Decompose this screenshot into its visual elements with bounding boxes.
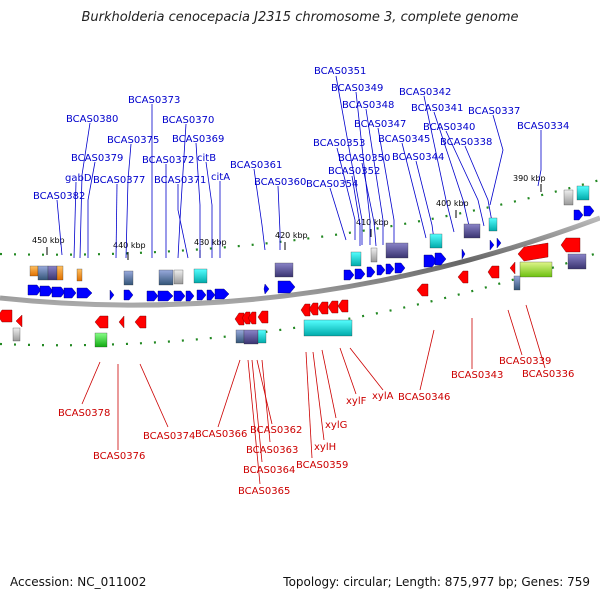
gene-label: BCAS0365 — [238, 486, 290, 497]
outer-tick-ring — [0, 178, 600, 256]
gene-label: BCAS0359 — [296, 460, 348, 471]
gene-label: BCAS0343 — [451, 370, 503, 381]
scale-label-420: 420 kbp — [275, 231, 308, 240]
gene-label: xylG — [325, 420, 347, 431]
gene-label: citB — [197, 153, 216, 164]
gene-label: BCAS0345 — [378, 134, 430, 145]
forward-arrows — [27, 205, 595, 302]
map-title: Burkholderia cenocepacia J2315 chromosom… — [81, 10, 519, 25]
gene-label: BCAS0350 — [338, 153, 390, 164]
gene-label: BCAS0376 — [93, 451, 145, 462]
gene-label: BCAS0353 — [313, 138, 365, 149]
scale-label-440: 440 kbp — [113, 241, 146, 250]
gene-label: BCAS0379 — [71, 153, 123, 164]
scale-label-390: 390 kbp — [513, 174, 546, 183]
gene-label: BCAS0371 — [154, 175, 206, 186]
gene-label: BCAS0344 — [392, 152, 444, 163]
gene-label: xylA — [372, 391, 394, 402]
gene-label: BCAS0349 — [331, 83, 383, 94]
category-boxes — [12, 185, 590, 348]
gene-label: BCAS0380 — [66, 114, 118, 125]
gene-label: BCAS0341 — [411, 103, 463, 114]
gene-label: BCAS0375 — [107, 135, 159, 146]
gene-label: BCAS0342 — [399, 87, 451, 98]
gene-label: BCAS0369 — [172, 134, 224, 145]
topology-text: Topology: circular; Length: 875,977 bp; … — [283, 575, 590, 589]
scale-label-430: 430 kbp — [194, 238, 227, 247]
gene-label: BCAS0382 — [33, 191, 85, 202]
reverse-leader-lines — [81, 304, 546, 485]
gene-label: BCAS0338 — [440, 137, 492, 148]
gene-label: BCAS0370 — [162, 115, 214, 126]
scale-label-450: 450 kbp — [32, 236, 65, 245]
gene-label: BCAS0360 — [254, 177, 306, 188]
scale-ticks — [46, 184, 542, 260]
gene-label: BCAS0339 — [499, 356, 551, 367]
gene-label: BCAS0364 — [243, 465, 295, 476]
gene-label: BCAS0337 — [468, 106, 520, 117]
gene-label: BCAS0354 — [306, 179, 358, 190]
gene-label: BCAS0351 — [314, 66, 366, 77]
gene-label: citA — [211, 172, 230, 183]
gene-label: BCAS0378 — [58, 408, 110, 419]
gene-label: BCAS0336 — [522, 369, 574, 380]
gene-label: BCAS0377 — [93, 175, 145, 186]
gene-label: xylF — [346, 396, 367, 407]
scale-label-410: 410 kbp — [356, 218, 389, 227]
gene-label: xylH — [314, 442, 336, 453]
gene-label: BCAS0346 — [398, 392, 450, 403]
gene-label: BCAS0352 — [328, 166, 380, 177]
gene-label: BCAS0340 — [423, 122, 475, 133]
chromosome-backbone — [0, 215, 600, 308]
gene-label: BCAS0366 — [195, 429, 247, 440]
gene-label: BCAS0361 — [230, 160, 282, 171]
gene-label: BCAS0374 — [143, 431, 195, 442]
gene-label: BCAS0348 — [342, 100, 394, 111]
accession-text: Accession: NC_011002 — [10, 575, 147, 589]
gene-label: BCAS0347 — [354, 119, 406, 130]
scale-label-400: 400 kbp — [436, 199, 469, 208]
gene-label: BCAS0363 — [246, 445, 298, 456]
gene-label: BCAS0362 — [250, 425, 302, 436]
gene-label: BCAS0372 — [142, 155, 194, 166]
reverse-arrows — [0, 237, 581, 329]
gene-label: BCAS0334 — [517, 121, 569, 132]
inner-tick-ring — [0, 250, 600, 347]
gene-label: BCAS0373 — [128, 95, 180, 106]
gene-label: gabD — [65, 173, 92, 184]
